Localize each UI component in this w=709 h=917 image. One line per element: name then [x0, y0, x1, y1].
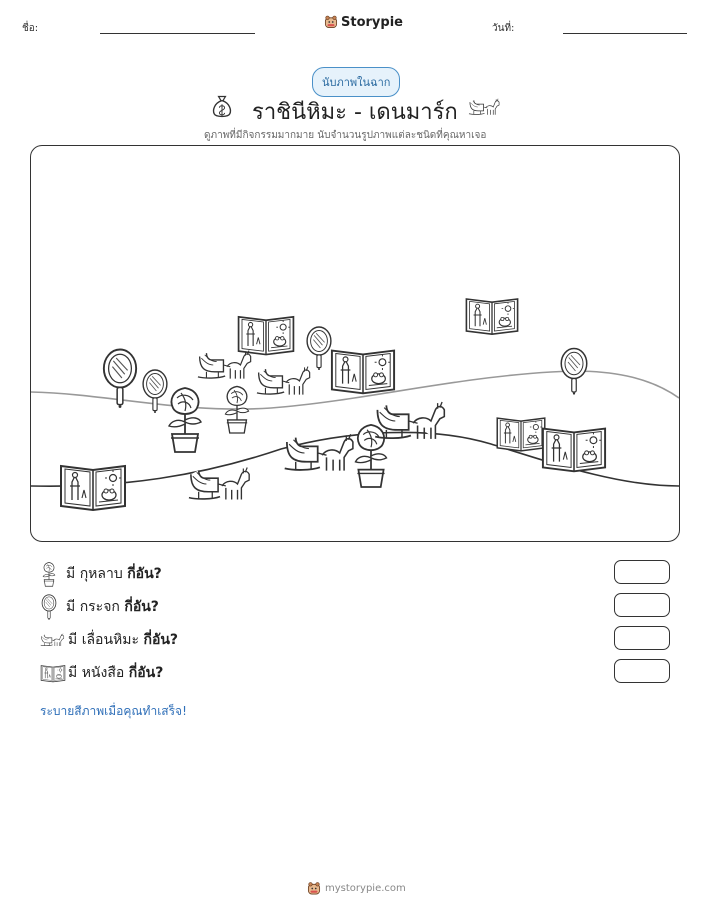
footer-url[interactable]: mystorypie.com	[325, 883, 406, 894]
answer-box-book[interactable]	[614, 659, 670, 683]
page-subtitle: ดูภาพที่มีกิจกรรมมากมาย นับจำนวนรูปภาพแต…	[204, 130, 487, 141]
book-icon	[330, 349, 396, 395]
sleigh-icon	[188, 466, 250, 501]
book-icon	[60, 465, 126, 511]
name-line[interactable]	[100, 33, 255, 34]
scene-illustration	[31, 298, 679, 511]
footer: mystorypie.com	[307, 881, 406, 896]
rose-icon	[354, 423, 388, 488]
question-text: มี กุหลาบ กี่อัน?	[66, 566, 162, 582]
question-mirror: มี กระจก กี่อัน?	[40, 594, 159, 620]
book-icon	[40, 663, 66, 683]
money-bag-icon	[209, 92, 235, 120]
date-line[interactable]	[563, 33, 687, 34]
brand-logo: Storypie	[324, 14, 403, 30]
activity-badge: นับภาพในฉาก	[312, 67, 401, 97]
rose-icon	[40, 561, 58, 587]
book-icon	[237, 315, 295, 356]
book-icon	[496, 417, 546, 452]
question-book: มี หนังสือ กี่อัน?	[40, 660, 163, 686]
name-label: ชื่อ:	[22, 23, 39, 34]
mirror-icon	[560, 347, 588, 396]
book-icon	[541, 427, 607, 473]
back-hill-line	[31, 370, 679, 410]
scene-panel	[30, 145, 680, 542]
question-text: มี เลื่อนหิมะ กี่อัน?	[68, 632, 179, 648]
answer-box-rose[interactable]	[614, 560, 670, 584]
sleigh-icon	[197, 349, 252, 380]
page-title: ราชินีหิมะ - เดนมาร์ก	[252, 100, 458, 125]
mirror-icon	[306, 326, 332, 371]
sleigh-icon	[468, 96, 502, 118]
sleigh-icon	[40, 631, 66, 649]
sleigh-icon	[256, 365, 311, 396]
storypie-logo-icon	[307, 881, 321, 896]
storypie-logo-icon	[324, 14, 338, 30]
mirror-icon	[142, 369, 168, 414]
question-text: มี กระจก กี่อัน?	[66, 599, 159, 615]
question-text: มี หนังสือ กี่อัน?	[68, 665, 164, 681]
question-rose: มี กุหลาบ กี่อัน?	[40, 561, 162, 587]
brand-name: Storypie	[341, 14, 403, 30]
answer-box-mirror[interactable]	[614, 593, 670, 617]
color-instruction: ระบายสีภาพเมื่อคุณทำเสร็จ!	[40, 704, 187, 718]
question-sleigh: มี เลื่อนหิมะ กี่อัน?	[40, 627, 178, 653]
date-label: วันที่:	[492, 23, 515, 34]
rose-icon	[168, 387, 202, 453]
answer-box-sleigh[interactable]	[614, 626, 670, 650]
book-icon	[465, 298, 519, 336]
mirror-icon	[40, 594, 58, 620]
